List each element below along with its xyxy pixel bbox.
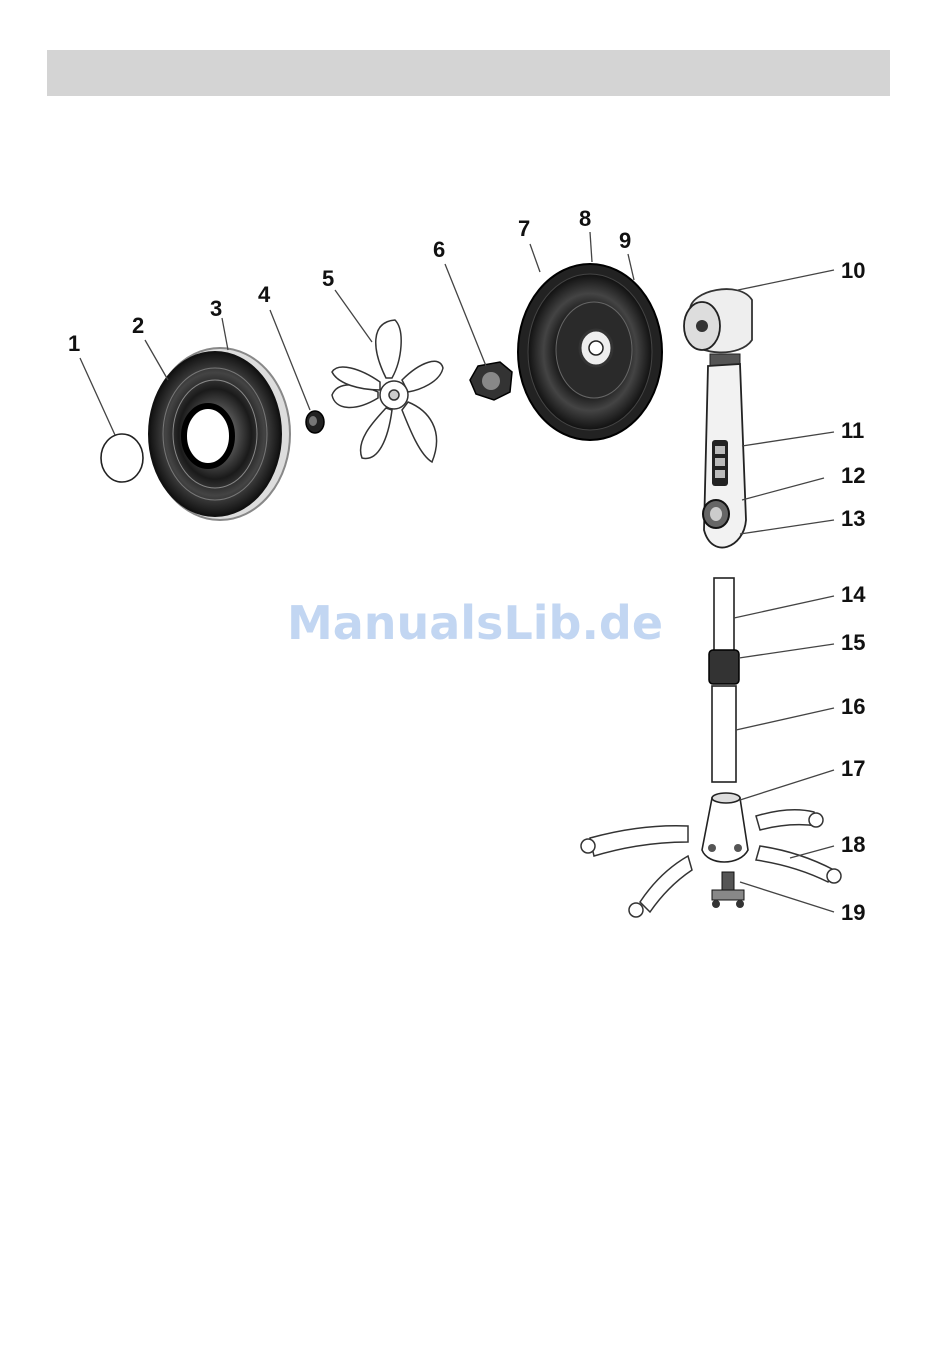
part-2-front-guard bbox=[149, 348, 290, 520]
part-label-5: 5 bbox=[322, 266, 334, 291]
part-label-18: 18 bbox=[841, 832, 865, 857]
part-6-locking-nut bbox=[470, 362, 512, 400]
part-label-10: 10 bbox=[841, 258, 865, 283]
part-label-7: 7 bbox=[518, 216, 530, 241]
part-15-height-clamp bbox=[709, 650, 739, 684]
part-1-center-badge bbox=[101, 434, 143, 482]
part-label-17: 17 bbox=[841, 756, 865, 781]
part-label-4: 4 bbox=[258, 282, 271, 307]
part-label-16: 16 bbox=[841, 694, 865, 719]
part-label-19: 19 bbox=[841, 900, 865, 925]
part-7-rear-guard bbox=[518, 264, 662, 440]
watermark-text: ManualsLib.de bbox=[0, 596, 950, 650]
part-4-spinner-cap bbox=[306, 411, 324, 433]
part-label-12: 12 bbox=[841, 463, 865, 488]
part-label-3: 3 bbox=[210, 296, 222, 321]
part-10-motor-housing bbox=[684, 289, 752, 366]
part-17-base-hub bbox=[702, 793, 748, 862]
part-5-fan-blade bbox=[332, 320, 443, 462]
part-label-1: 1 bbox=[68, 331, 80, 356]
part-16-lower-pole bbox=[712, 686, 736, 782]
part-label-11: 11 bbox=[841, 418, 864, 443]
part-label-6: 6 bbox=[433, 237, 445, 262]
part-label-2: 2 bbox=[132, 313, 144, 338]
part-11-control-column bbox=[703, 364, 746, 548]
part-label-8: 8 bbox=[579, 206, 591, 231]
part-19-base-bolt bbox=[712, 872, 744, 908]
part-label-13: 13 bbox=[841, 506, 865, 531]
part-label-9: 9 bbox=[619, 228, 631, 253]
